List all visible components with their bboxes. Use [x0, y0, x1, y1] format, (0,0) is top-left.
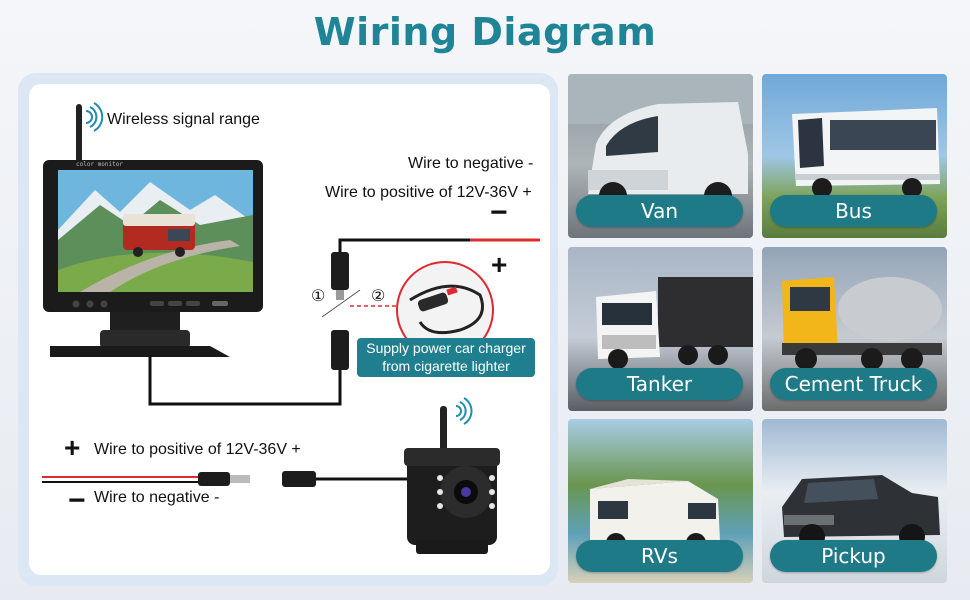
- monitor-connector-upper: [331, 252, 349, 290]
- vehicle-card-bus: Bus: [762, 74, 947, 238]
- wireless-signal-icon: [85, 102, 104, 132]
- charger-callout-line2: from cigarette lighter: [382, 358, 510, 374]
- bus-icon: [792, 108, 940, 198]
- page-title: Wiring Diagram: [313, 10, 657, 54]
- camera-icon: [404, 406, 500, 554]
- camera-connector-left: [198, 472, 230, 486]
- vehicle-card-van: Van: [568, 74, 753, 238]
- camera-minus-sign: −: [68, 484, 86, 517]
- vehicle-card-tanker: Tanker: [568, 247, 753, 411]
- monitor-wire-negative-label: Wire to negative -: [408, 155, 534, 172]
- vehicle-label-pickup: Pickup: [770, 540, 937, 572]
- option-1-marker: ①: [311, 288, 326, 305]
- monitor-minus-sign: −: [490, 196, 508, 229]
- vehicle-label-cement-truck: Cement Truck: [770, 368, 937, 400]
- camera-wire-negative-label: Wire to negative -: [94, 489, 220, 506]
- option-2-marker: ②: [371, 288, 386, 305]
- camera-plus-sign: +: [64, 432, 81, 463]
- cement-truck-icon: [782, 277, 942, 370]
- camera-connector-right: [282, 471, 316, 487]
- monitor-icon: [43, 160, 263, 357]
- tanker-truck-icon: [596, 277, 753, 369]
- vehicle-label-bus: Bus: [770, 195, 937, 227]
- camera-wire-positive-label: Wire to positive of 12V-36V +: [94, 441, 301, 458]
- rv-icon: [590, 479, 720, 553]
- monitor-antenna: [76, 104, 82, 166]
- vehicle-label-tanker: Tanker: [576, 368, 743, 400]
- camera-wireless-icon: [455, 397, 473, 425]
- vehicle-label-van: Van: [576, 195, 743, 227]
- vehicle-card-cement-truck: Cement Truck: [762, 247, 947, 411]
- vehicle-card-rvs: RVs: [568, 419, 753, 583]
- power-wire-black: [338, 238, 540, 252]
- monitor-plus-sign: +: [491, 249, 508, 280]
- wireless-signal-label: Wireless signal range: [107, 111, 260, 128]
- charger-callout: Supply power car charger from cigarette …: [357, 338, 535, 377]
- monitor-cable: [148, 355, 342, 406]
- monitor-connector-lower: [331, 330, 349, 370]
- van-icon: [568, 74, 753, 210]
- monitor-brand-text: color monitor: [76, 161, 123, 168]
- vehicle-card-pickup: Pickup: [762, 419, 947, 583]
- monitor-wire-positive-label: Wire to positive of 12V-36V +: [325, 184, 532, 201]
- charger-callout-line1: Supply power car charger: [366, 340, 526, 356]
- vehicle-label-rvs: RVs: [576, 540, 743, 572]
